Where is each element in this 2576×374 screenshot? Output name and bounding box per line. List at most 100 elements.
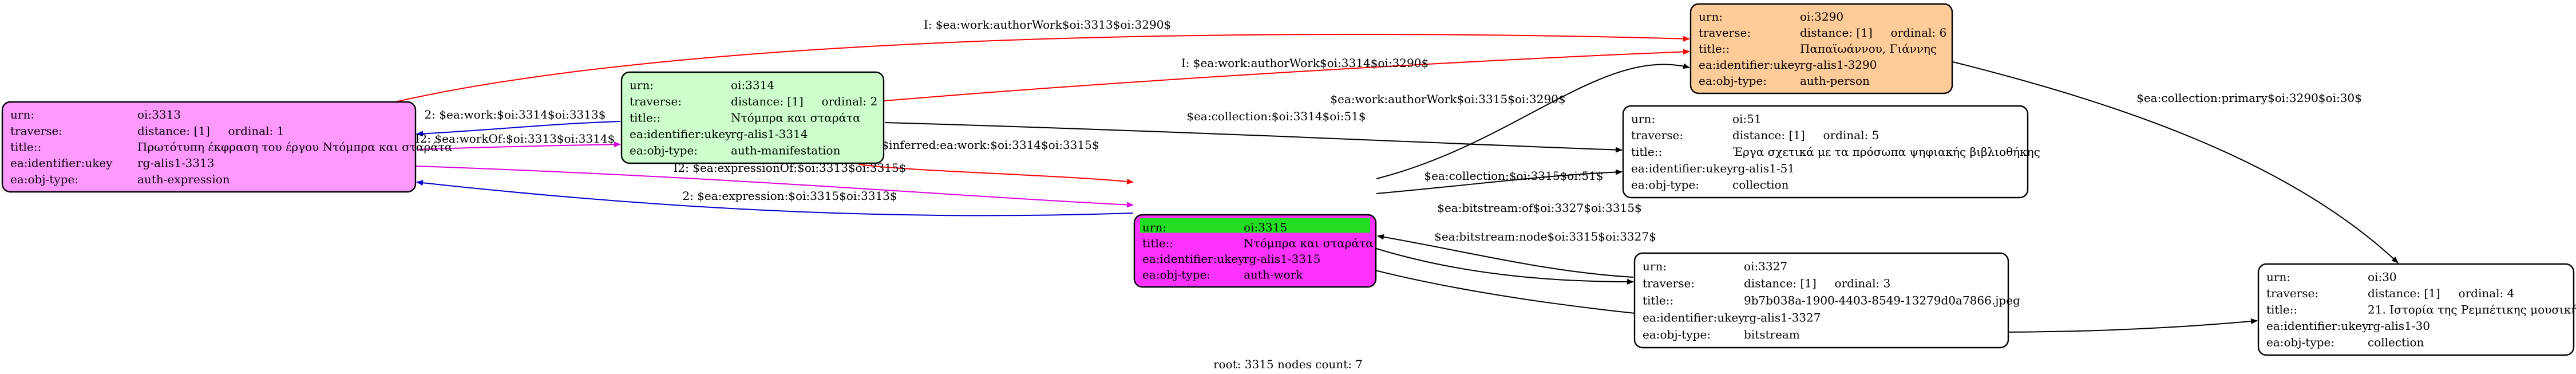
node-field-value: distance: [1] ordinal: 2 bbox=[731, 95, 877, 108]
node-field-label: title:: bbox=[1631, 145, 1662, 159]
edge-label-e10: $ea:collection:$oi:3315$oi:51$ bbox=[1424, 169, 1603, 183]
node-field-value: oi:3314 bbox=[731, 78, 774, 92]
node-box bbox=[1, 101, 417, 193]
node-field-label: title:: bbox=[630, 111, 660, 125]
node-field-value: oi:3315 bbox=[1244, 221, 1287, 234]
node-field-label: urn: bbox=[1699, 10, 1723, 23]
node-field-value: collection bbox=[2368, 336, 2424, 349]
node-field-label: urn: bbox=[2266, 270, 2290, 284]
node-field-label: traverse: bbox=[2266, 286, 2318, 300]
node-field-label: title:: bbox=[2266, 303, 2297, 317]
node-field-label: traverse: bbox=[1643, 277, 1695, 290]
node-field-value: Ντόμπρα και σταράτα bbox=[731, 111, 861, 125]
node-field-label: title:: bbox=[1643, 294, 1673, 308]
node-field-value: distance: [1] ordinal: 3 bbox=[1744, 277, 1890, 290]
node-field-label: ea:obj-type: bbox=[1699, 74, 1767, 88]
edge-label-e4: I2: $ea:workOf:$oi:3313$oi:3314$ bbox=[416, 132, 615, 145]
node-field-label: title:: bbox=[1142, 236, 1173, 250]
node-field-value: auth-person bbox=[1800, 74, 1870, 88]
node-field-value: rg-alis1-3315 bbox=[1244, 252, 1320, 266]
node-field-label: ea:identifier:ukey bbox=[1142, 252, 1245, 266]
node-field-label: ea:obj-type: bbox=[630, 144, 698, 158]
node-field-value: Πρωτότυπη έκφραση του έργου Ντόμπρα και … bbox=[137, 140, 452, 154]
edge-e11 bbox=[1377, 234, 1634, 278]
edge-label-e9: $ea:work:authorWork$oi:3315$oi:3290$ bbox=[1330, 92, 1565, 106]
node-box bbox=[1633, 252, 2009, 349]
edge-e10 bbox=[1376, 169, 1623, 194]
node-field-value: auth-work bbox=[1244, 267, 1303, 281]
node-field-label: ea:obj-type: bbox=[10, 172, 78, 186]
node-field-label: ea:identifier:ukey bbox=[1631, 162, 1734, 175]
node-field-label: urn: bbox=[10, 108, 34, 121]
edge-e2 bbox=[884, 49, 1690, 101]
node-field-label: ea:obj-type: bbox=[1643, 328, 1711, 341]
node-field-value: rg-alis1-3327 bbox=[1744, 310, 1821, 324]
node-field-label: ea:identifier:ukey bbox=[1643, 310, 1745, 324]
node-field-label: ea:obj-type: bbox=[1631, 178, 1699, 192]
node-field-label: ea:identifier:ukey bbox=[2266, 319, 2369, 333]
node-oi-3290[interactable]: urn: oi:3290 traverse: distance: [1] ordina… bbox=[1689, 3, 1953, 95]
node-oi-3314[interactable]: urn: oi:3314 traverse: distance: [1] ordina… bbox=[620, 71, 885, 164]
node-field-value: Έργα σχετικά με τα πρόσωπα ψηφιακής βιβλ… bbox=[1732, 145, 2040, 159]
node-field-value: 9b7b038a-1900-4403-8549-13279d0a7866.jpe… bbox=[1744, 294, 2020, 308]
node-field-value: rg-alis1-30 bbox=[2368, 319, 2430, 333]
node-field-label: ea:identifier:ukey bbox=[630, 127, 732, 141]
node-box bbox=[1622, 105, 2029, 199]
node-field-label: ea:obj-type: bbox=[2266, 336, 2334, 349]
node-field-label: urn: bbox=[630, 78, 654, 92]
edge-label-e12: $ea:bitstream:node$oi:3315$oi:3327$ bbox=[1434, 230, 1656, 243]
node-field-value: bitstream bbox=[1744, 328, 1800, 341]
node-box bbox=[2257, 263, 2575, 356]
node-field-value: oi:3327 bbox=[1744, 259, 1787, 273]
edge-e6 bbox=[858, 164, 1134, 184]
node-field-label: traverse: bbox=[1699, 26, 1751, 40]
node-field-value: rg-alis1-3313 bbox=[137, 156, 214, 170]
node-field-value: auth-manifestation bbox=[731, 144, 841, 158]
edge-e4 bbox=[416, 141, 621, 150]
node-box bbox=[1689, 3, 1953, 95]
node-field-label: urn: bbox=[1142, 221, 1166, 234]
node-field-label: ea:identifier:ukey bbox=[1699, 58, 1801, 72]
edge-e5 bbox=[884, 122, 1623, 153]
node-field-value: oi:30 bbox=[2368, 270, 2397, 284]
node-field-label: urn: bbox=[1643, 259, 1667, 273]
node-field-value: Παπαϊωάννου, Γιάννης bbox=[1800, 42, 1937, 56]
edge-e9 bbox=[1376, 63, 1690, 179]
edge-label-e6: I: $inferred:ea:work:$oi:3314$oi:3315$ bbox=[869, 138, 1099, 152]
node-oi-3327[interactable]: urn: oi:3327 traverse: distance: [1] ordina… bbox=[1633, 252, 2020, 349]
node-field-label: ea:identifier:ukey bbox=[10, 156, 113, 170]
node-field-value: Ντόμπρα και σταράτα bbox=[1244, 236, 1374, 250]
edge-label-e13: $ea:collection:primary$oi:3290$oi:30$ bbox=[2136, 91, 2362, 105]
node-field-value: collection bbox=[1732, 178, 1789, 192]
node-header-highlight bbox=[1140, 218, 1370, 233]
node-field-value: distance: [1] ordinal: 1 bbox=[137, 124, 284, 137]
edge-e3 bbox=[416, 121, 621, 137]
edge-label-e3: 2: $ea:work:$oi:3314$oi:3313$ bbox=[425, 108, 606, 121]
node-field-value: oi:51 bbox=[1732, 112, 1762, 125]
edge-e8 bbox=[416, 180, 1134, 216]
node-field-value: auth-expression bbox=[137, 172, 230, 186]
node-field-label: traverse: bbox=[1631, 128, 1683, 142]
node-field-label: traverse: bbox=[630, 95, 682, 108]
node-field-value: rg-alis1-3290 bbox=[1800, 58, 1877, 72]
node-field-value: rg-alis1-51 bbox=[1732, 162, 1795, 175]
edges-layer: I: $ea:work:authorWork$oi:3313$oi:3290$I… bbox=[394, 18, 2399, 333]
edge-e7 bbox=[415, 166, 1134, 208]
graph-caption: root: 3315 nodes count: 7 bbox=[1213, 357, 1363, 371]
edge-e13 bbox=[1952, 61, 2399, 263]
edge-label-e8: 2: $ea:expression:$oi:3315$oi:3313$ bbox=[682, 189, 897, 203]
edge-e12 bbox=[1376, 248, 1634, 285]
node-field-label: title:: bbox=[10, 140, 41, 154]
node-field-label: traverse: bbox=[10, 124, 62, 137]
edge-label-e5: $ea:collection:$oi:3314$oi:51$ bbox=[1186, 109, 1366, 123]
node-field-value: rg-alis1-3314 bbox=[731, 127, 808, 141]
node-field-value: distance: [1] ordinal: 6 bbox=[1800, 26, 1946, 40]
node-field-value: oi:3290 bbox=[1800, 10, 1843, 23]
edge-e1 bbox=[394, 33, 1690, 103]
